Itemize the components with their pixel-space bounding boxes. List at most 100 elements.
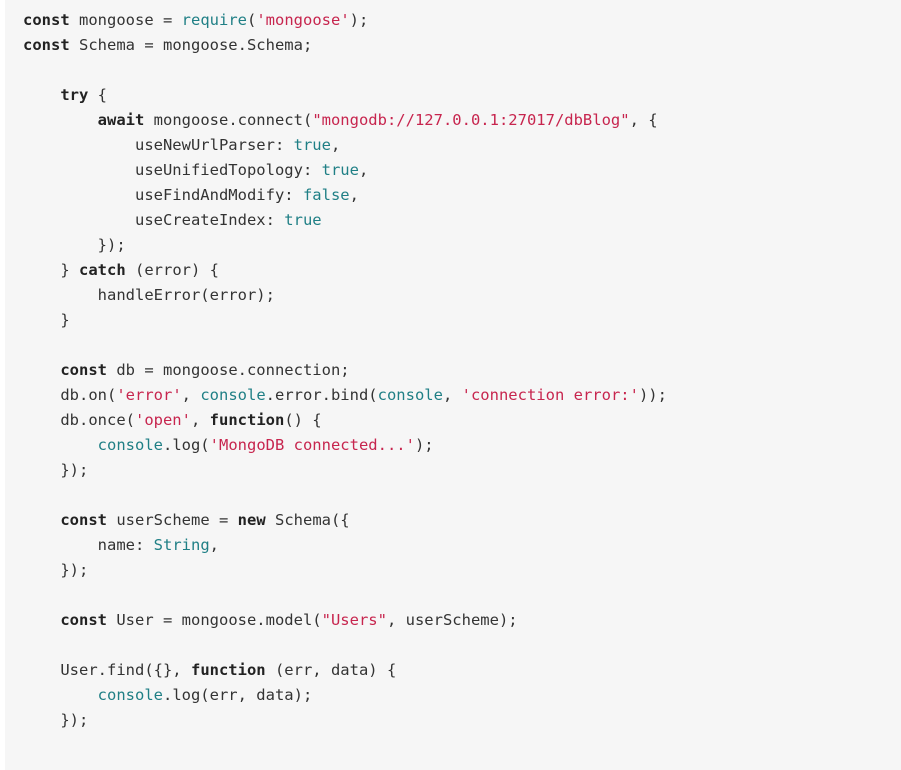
code-content: const mongoose = require('mongoose');con… [23, 8, 901, 733]
code-token: useCreateIndex: [23, 211, 285, 229]
code-token: mongoose.connect( [144, 111, 313, 129]
code-line: const Schema = mongoose.Schema; [23, 33, 901, 58]
code-token: User.find({}, [23, 661, 191, 679]
code-token: .log( [162, 436, 210, 454]
code-token: Schema({ [265, 511, 350, 529]
code-token: , [181, 386, 201, 404]
code-token: .log(err, data); [162, 686, 313, 704]
code-token: ); [349, 11, 369, 29]
code-line: name: String, [23, 533, 901, 558]
code-token: const [23, 11, 70, 29]
code-token: function [190, 661, 266, 679]
code-token: }); [23, 711, 89, 729]
code-line: useUnifiedTopology: true, [23, 158, 901, 183]
code-token: , [190, 411, 210, 429]
code-token: ); [414, 436, 434, 454]
code-token: const [60, 361, 107, 379]
code-line: useNewUrlParser: true, [23, 133, 901, 158]
code-token [23, 436, 98, 454]
code-token: name: [23, 536, 154, 554]
code-token: , [358, 161, 369, 179]
code-token: 'MongoDB connected...' [209, 436, 415, 454]
code-line [23, 483, 901, 508]
code-line [23, 333, 901, 358]
code-line: console.log('MongoDB connected...'); [23, 433, 901, 458]
code-token: }); [23, 561, 89, 579]
code-token: Schema = mongoose.Schema; [69, 36, 313, 54]
code-token: const [60, 611, 107, 629]
code-line: useCreateIndex: true [23, 208, 901, 233]
code-token: 'error' [116, 386, 182, 404]
code-token: console [97, 436, 163, 454]
code-token: , [209, 536, 219, 554]
code-token: true [321, 161, 359, 179]
code-token: const [60, 511, 107, 529]
code-token: try [60, 86, 89, 104]
code-line: try { [23, 83, 901, 108]
code-token: db.once( [23, 411, 135, 429]
code-token: console [200, 386, 266, 404]
code-token: 'open' [134, 411, 191, 429]
code-token: { [88, 86, 107, 104]
code-token [23, 686, 98, 704]
code-token: mongoose = [69, 11, 182, 29]
code-line: const db = mongoose.connection; [23, 358, 901, 383]
code-line: User.find({}, function (err, data) { [23, 658, 901, 683]
code-token: true [284, 211, 322, 229]
code-token: function [209, 411, 285, 429]
code-token: await [97, 111, 145, 129]
code-token: ( [246, 11, 257, 29]
code-token: 'connection error:' [461, 386, 639, 404]
code-token: console [377, 386, 443, 404]
code-token: )); [638, 386, 667, 404]
code-token: catch [79, 261, 126, 279]
code-line [23, 583, 901, 608]
code-line: await mongoose.connect("mongodb://127.0.… [23, 108, 901, 133]
code-token: "Users" [321, 611, 387, 629]
code-line [23, 58, 901, 83]
code-token: 'mongoose' [256, 11, 350, 29]
code-line: }); [23, 233, 901, 258]
code-line: } [23, 308, 901, 333]
code-line [23, 633, 901, 658]
code-token: , [349, 186, 359, 204]
code-token [23, 86, 60, 104]
code-line: db.once('open', function() { [23, 408, 901, 433]
code-token: const [23, 36, 70, 54]
code-token: () { [284, 411, 322, 429]
code-block: const mongoose = require('mongoose');con… [5, 0, 901, 770]
code-token: , [330, 136, 341, 154]
code-line: console.log(err, data); [23, 683, 901, 708]
code-line: const mongoose = require('mongoose'); [23, 8, 901, 33]
code-token: String [153, 536, 210, 554]
code-token [23, 361, 60, 379]
code-token: , userScheme); [386, 611, 518, 629]
code-line: const User = mongoose.model("Users", use… [23, 608, 901, 633]
code-token: handleError(error); [23, 286, 275, 304]
code-token: "mongodb://127.0.0.1:27017/dbBlog" [312, 111, 630, 129]
code-token: require [181, 11, 247, 29]
code-line: const userScheme = new Schema({ [23, 508, 901, 533]
code-token: User = mongoose.model( [107, 611, 322, 629]
code-line: }); [23, 458, 901, 483]
code-token: , [442, 386, 462, 404]
code-token: useNewUrlParser: [23, 136, 294, 154]
code-line: } catch (error) { [23, 258, 901, 283]
code-token: (err, data) { [265, 661, 397, 679]
code-line: }); [23, 558, 901, 583]
code-line: handleError(error); [23, 283, 901, 308]
code-line: useFindAndModify: false, [23, 183, 901, 208]
code-token: }); [23, 461, 89, 479]
code-token: false [302, 186, 350, 204]
code-token: .error.bind( [265, 386, 378, 404]
code-token: } [23, 311, 70, 329]
code-token: db.on( [23, 386, 117, 404]
code-token: } [23, 261, 79, 279]
code-line: }); [23, 708, 901, 733]
code-token [23, 111, 98, 129]
code-token: (error) { [125, 261, 219, 279]
code-token: }); [23, 236, 126, 254]
code-token: db = mongoose.connection; [107, 361, 350, 379]
code-token: useFindAndModify: [23, 186, 303, 204]
code-token: new [237, 511, 266, 529]
